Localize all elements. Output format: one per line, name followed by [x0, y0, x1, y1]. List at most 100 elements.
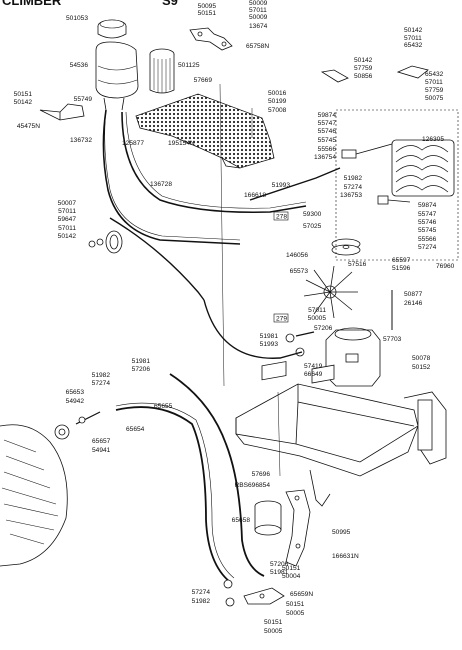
fitting-136754: [341, 143, 393, 159]
part-number-label: 50007: [58, 200, 77, 207]
part-number-label: 166631N: [332, 553, 359, 560]
part-number-label: 65573: [290, 268, 309, 275]
part-number-label: 57206: [314, 325, 333, 332]
chassis-frame: [235, 361, 447, 507]
callout-tag-279: 279: [273, 313, 289, 323]
part-number-label: 59874: [318, 112, 337, 119]
reservoir-cap: [97, 19, 127, 39]
part-number-label: 54536: [70, 62, 89, 69]
part-number-label: 57669: [194, 77, 213, 84]
part-number-label: 50005: [308, 315, 327, 322]
cooler-group-box: [335, 109, 459, 261]
part-number-label: 57274: [418, 244, 437, 251]
part-number-label: 136753: [340, 192, 362, 199]
part-number-label: 65758N: [246, 43, 269, 50]
part-number-label: 136754: [314, 154, 336, 161]
part-number-label: 76960: [436, 263, 455, 270]
part-number-label: 57011: [58, 225, 76, 232]
part-number-label: 65432: [425, 71, 444, 78]
part-number-label: 51982: [192, 598, 211, 605]
part-number-label: 65432: [404, 42, 423, 49]
reservoir-tank: [95, 41, 139, 111]
part-number-label: 65654: [126, 426, 145, 433]
part-number-label: 55566: [318, 146, 337, 153]
part-number-label: 65658: [232, 517, 251, 524]
part-number-label: 50151: [282, 565, 301, 572]
part-number-label: 501053: [66, 15, 88, 22]
part-number-label: 50142: [404, 27, 423, 34]
part-number-label: 50078: [412, 355, 431, 362]
part-number-label: RBS696854: [234, 482, 270, 489]
engine: [0, 424, 68, 567]
part-number-label: 146056: [286, 252, 308, 259]
hose-65654: [115, 406, 231, 583]
part-number-labels: 5009550151500095701150009136745010536575…: [14, 0, 455, 635]
part-number-label: 57703: [383, 336, 402, 343]
part-number-label: 57011: [308, 307, 326, 314]
hose-136732: [102, 109, 241, 245]
part-number-label: 51982: [92, 372, 111, 379]
part-number-label: 57011: [404, 35, 422, 42]
part-number-label: 50151: [198, 10, 217, 17]
part-number-label: 57516: [348, 261, 367, 268]
part-number-label: 55745: [418, 227, 437, 234]
bracket-65659N: [243, 587, 285, 605]
part-number-label: 13674: [249, 23, 268, 30]
part-number-label: 501125: [178, 62, 200, 69]
part-number-label: 50151: [286, 601, 305, 608]
perforated-shield: [135, 93, 275, 169]
part-number-label: 126305: [422, 136, 444, 143]
part-number-label: 125877: [122, 140, 144, 147]
part-number-label: 166618: [244, 192, 266, 199]
part-number-label: 59874: [418, 202, 437, 209]
part-number-label: 57011: [249, 7, 267, 14]
part-number-label: 26146: [404, 300, 423, 307]
part-number-label: 66649: [304, 371, 323, 378]
part-number-label: 57759: [354, 65, 373, 72]
part-number-label: 57759: [425, 87, 444, 94]
part-number-label: 57206: [270, 561, 289, 568]
hose-65655: [169, 373, 265, 577]
filter-cartridge: [149, 48, 175, 94]
part-number-label: 65597: [392, 257, 411, 264]
part-number-label: 50151: [14, 91, 33, 98]
part-number-label: 57206: [132, 366, 151, 373]
part-number-label: 51981: [132, 358, 151, 365]
part-number-label: 57274: [344, 184, 363, 191]
part-number-label: 57011: [425, 79, 443, 86]
part-number-label: 51981: [270, 569, 289, 576]
oil-cooler: [391, 139, 455, 197]
part-number-label: 51993: [272, 182, 291, 189]
part-number-label: 59647: [58, 216, 77, 223]
hose-136728: [121, 111, 307, 214]
part-number-label: 59300: [303, 211, 322, 218]
hose-166618: [249, 167, 341, 201]
clamp-assembly-left: [88, 230, 123, 254]
part-number-label: 136732: [70, 137, 92, 144]
part-number-label: 50995: [332, 529, 351, 536]
part-number-label: 65655: [154, 403, 173, 410]
part-number-label: 50199: [268, 98, 287, 105]
callout-tag-278: 278: [273, 211, 289, 221]
part-number-label: 57696: [252, 471, 271, 478]
part-number-label: 50016: [268, 90, 287, 97]
part-number-label: 50075: [425, 95, 444, 102]
part-number-label: 55566: [418, 236, 437, 243]
part-number-label: 50142: [354, 57, 373, 64]
part-number-label: 50152: [412, 364, 431, 371]
oil-filter-65658: [254, 500, 282, 536]
part-number-label: 50095: [198, 3, 217, 10]
part-number-label: 50151: [264, 619, 283, 626]
tag-label: 278: [276, 214, 287, 221]
part-number-label: 50856: [354, 73, 373, 80]
part-number-label: 50005: [286, 610, 305, 617]
pulley-146056: [331, 238, 361, 256]
part-number-label: 55747: [318, 120, 337, 127]
pump-suction-hose: [203, 299, 303, 359]
part-number-label: 65657: [92, 438, 111, 445]
part-number-label: 195154N: [168, 140, 195, 147]
bracket-65758N: [189, 27, 233, 51]
clamp-assembly-top-right: [320, 65, 429, 83]
